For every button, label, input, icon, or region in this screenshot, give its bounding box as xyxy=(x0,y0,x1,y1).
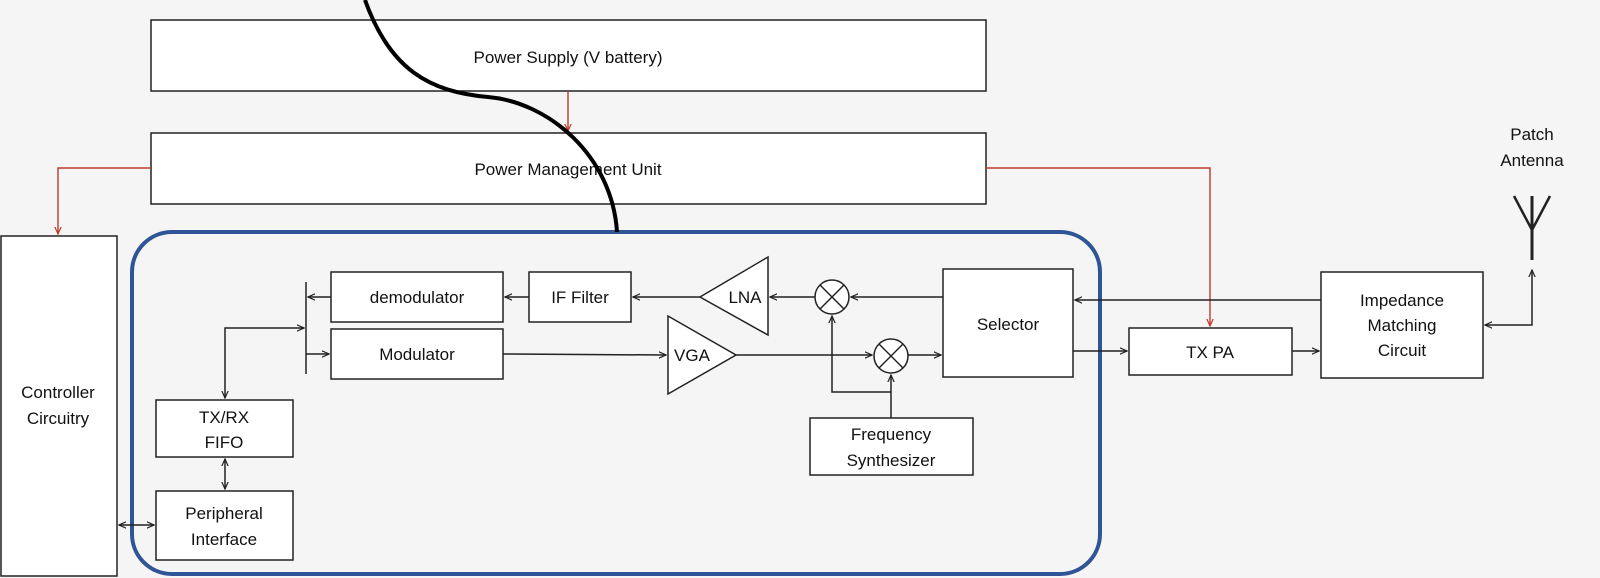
fifo-block xyxy=(155,399,294,458)
tx-pa-label: TX PA xyxy=(1186,343,1235,362)
frequency-synthesizer-block xyxy=(809,417,974,476)
fifo-label-line1: TX/RX xyxy=(199,408,249,427)
overlay-curve xyxy=(363,0,619,233)
impedance-label-line2: Matching xyxy=(1368,316,1437,335)
demodulator-label: demodulator xyxy=(370,288,465,307)
controller-label-line1: Controller xyxy=(21,383,95,402)
pmu-to-controller-line xyxy=(58,167,151,234)
modulator-label: Modulator xyxy=(379,345,455,364)
vga-amplifier xyxy=(667,314,738,396)
peripheral-label-line2: Interface xyxy=(191,530,257,549)
pmu-to-tx-pa-line xyxy=(986,167,1210,326)
antenna-label-line2: Antenna xyxy=(1500,151,1564,170)
modulator-block xyxy=(330,328,504,380)
rx-mixer-icon xyxy=(814,279,850,315)
pmu-label: Power Management Unit xyxy=(474,160,661,179)
synth-label-line1: Frequency xyxy=(851,425,932,444)
controller-label-line2: Circuitry xyxy=(27,409,90,428)
synth-to-rx-mixer-line xyxy=(832,316,891,393)
impedance-label-line1: Impedance xyxy=(1360,291,1444,310)
pmu-block xyxy=(150,132,987,205)
impedance-antenna-line xyxy=(1485,270,1532,325)
impedance-matching-block xyxy=(1320,271,1484,379)
selector-block xyxy=(942,268,1074,378)
lna-amplifier xyxy=(698,255,769,337)
antenna-label-line1: Patch xyxy=(1510,125,1553,144)
demodulator-block xyxy=(330,271,504,323)
tx-pa-block xyxy=(1128,327,1293,376)
peripheral-label-line1: Peripheral xyxy=(185,504,263,523)
lna-label: LNA xyxy=(728,288,762,307)
impedance-label-line3: Circuit xyxy=(1378,341,1426,360)
fifo-bus-line xyxy=(225,328,304,398)
tx-mixer-icon xyxy=(873,338,909,374)
selector-label: Selector xyxy=(977,315,1040,334)
antenna-icon xyxy=(1512,195,1552,260)
power-supply-label: Power Supply (V battery) xyxy=(474,48,663,67)
peripheral-interface-block xyxy=(155,490,294,561)
controller-block xyxy=(0,235,118,577)
vga-label: VGA xyxy=(674,346,711,365)
modulator-to-vga-line xyxy=(502,354,666,355)
synth-label-line2: Synthesizer xyxy=(847,451,936,470)
fifo-label-line2: FIFO xyxy=(205,433,244,452)
if-filter-label: IF Filter xyxy=(551,288,609,307)
